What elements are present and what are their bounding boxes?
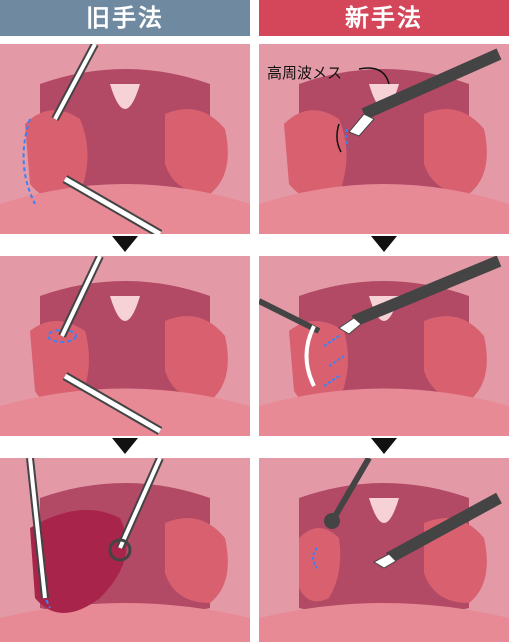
old-step-3-panel [0,458,250,642]
new-step-1-panel: 高周波メス [259,44,509,234]
new-step-3-panel [259,458,509,642]
down-arrow-icon [259,236,509,254]
new-step-2-panel [259,256,509,436]
scalpel-label: 高周波メス [267,62,342,83]
old-method-column: 旧手法 [0,0,250,642]
down-arrow-icon [0,236,250,254]
down-arrow-icon [259,438,509,456]
old-step-1-panel [0,44,250,234]
down-arrow-icon [0,438,250,456]
new-method-column: 新手法 高周波メス [259,0,509,642]
new-method-header: 新手法 [259,0,509,36]
old-step-2-panel [0,256,250,436]
old-method-header: 旧手法 [0,0,250,36]
